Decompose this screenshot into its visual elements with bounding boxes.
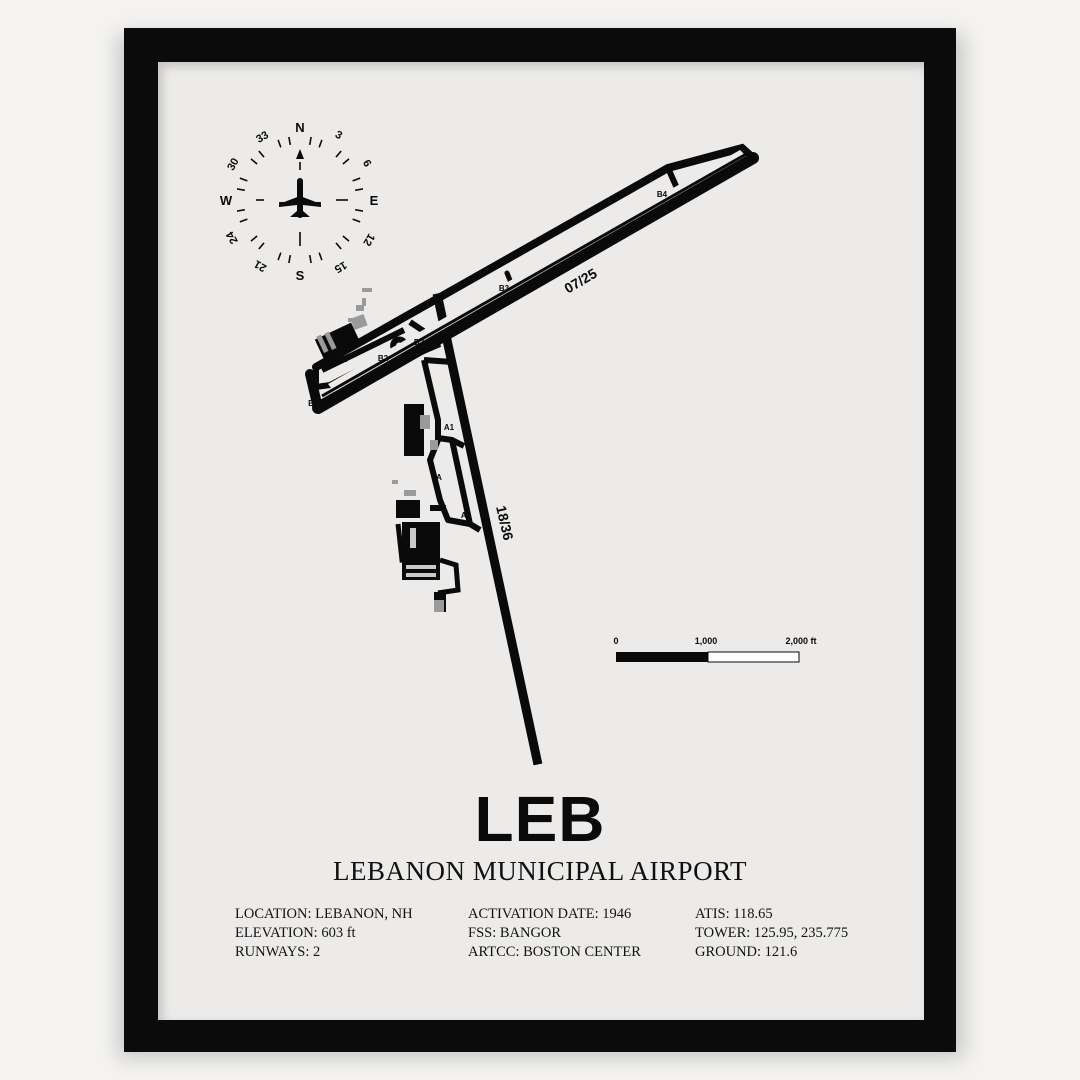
compass-tick — [236, 208, 245, 212]
compass-tick — [318, 139, 323, 148]
compass-tick — [277, 252, 282, 261]
poster-paper — [158, 62, 924, 1020]
taxiway-a — [421, 357, 482, 533]
taxiway-label-a: A — [436, 473, 442, 482]
taxiway-label-b4: B4 — [657, 190, 668, 199]
info-fss: FSS: BANGOR — [468, 925, 562, 941]
gray-structures — [316, 288, 444, 612]
compass-tick — [335, 242, 342, 250]
taxiway-label-b3: B3 — [499, 284, 510, 293]
compass-tick — [342, 235, 350, 242]
airplane-icon — [279, 178, 321, 218]
compass-tick — [342, 158, 350, 165]
compass-rose: N E S W 3 6 12 15 21 24 30 33 — [220, 120, 379, 283]
compass-30: 30 — [225, 156, 242, 173]
compass-tick — [308, 136, 312, 145]
north-pointer-icon — [296, 149, 304, 159]
compass-tick — [352, 177, 361, 182]
info-column-1: LOCATION: LEBANON, NH ELEVATION: 603 ft … — [235, 905, 413, 962]
compass-tick — [288, 136, 292, 145]
info-column-3: ATIS: 118.65 TOWER: 125.95, 235.775 GROU… — [695, 905, 848, 962]
compass-12: 12 — [360, 231, 377, 248]
info-elevation: ELEVATION: 603 ft — [235, 925, 356, 941]
taxiway-label-b-mid: B — [342, 355, 348, 364]
info-atis: ATIS: 118.65 — [695, 906, 773, 922]
taxiway-label-a2: A2 — [461, 511, 472, 520]
compass-6: 6 — [360, 158, 373, 169]
compass-15: 15 — [332, 258, 349, 275]
scale-label-0: 0 — [613, 636, 618, 646]
compass-3: 3 — [333, 129, 344, 142]
terminal-building — [404, 404, 424, 456]
runway-18-36 — [432, 292, 543, 766]
airport-name: LEBANON MUNICIPAL AIRPORT — [333, 856, 747, 886]
compass-tick — [250, 158, 258, 165]
compass-e: E — [370, 193, 379, 208]
compass-tick — [355, 208, 364, 212]
compass-21: 21 — [252, 257, 269, 274]
info-tower: TOWER: 125.95, 235.775 — [695, 925, 849, 941]
compass-tick — [239, 218, 248, 223]
taxiway-label-b-left: B — [308, 399, 314, 408]
scale-label-2000: 2,000 ft — [785, 636, 816, 646]
compass-tick — [239, 177, 248, 182]
info-activation-date: ACTIVATION DATE: 1946 — [468, 906, 632, 922]
compass-w: W — [220, 193, 233, 208]
runway-07-25 — [305, 143, 759, 414]
scale-label-1000: 1,000 — [695, 636, 718, 646]
compass-tick — [335, 150, 342, 158]
compass-n: N — [295, 120, 304, 135]
info-artcc: ARTCC: BOSTON CENTER — [468, 944, 641, 960]
compass-24: 24 — [224, 228, 241, 245]
compass-tick — [250, 235, 258, 242]
compass-tick — [318, 252, 323, 261]
compass-tick — [352, 218, 361, 223]
info-runways: RUNWAYS: 2 — [235, 944, 321, 960]
compass-s: S — [296, 268, 305, 283]
taxiway-label-b2-top: B2 — [414, 338, 425, 347]
runway-18-36-label: 18/36 — [493, 504, 517, 542]
compass-tick — [288, 255, 292, 264]
taxiway-label-b2-mid: B2 — [378, 354, 389, 363]
info-ground: GROUND: 121.6 — [695, 944, 798, 960]
taxiway-label-b-top: B — [576, 215, 582, 224]
scale-bar: 0 1,000 2,000 ft — [613, 636, 817, 663]
compass-tick — [258, 242, 265, 250]
info-column-2: ACTIVATION DATE: 1946 FSS: BANGOR ARTCC:… — [468, 905, 641, 962]
compass-tick — [236, 188, 245, 192]
info-location: LOCATION: LEBANON, NH — [235, 906, 413, 922]
airport-code: LEB — [474, 783, 606, 855]
compass-33: 33 — [254, 129, 271, 146]
compass-tick — [308, 255, 312, 264]
compass-tick — [355, 188, 364, 192]
compass-tick — [277, 139, 282, 148]
compass-tick — [258, 150, 265, 158]
taxiway-label-a1: A1 — [444, 423, 455, 432]
